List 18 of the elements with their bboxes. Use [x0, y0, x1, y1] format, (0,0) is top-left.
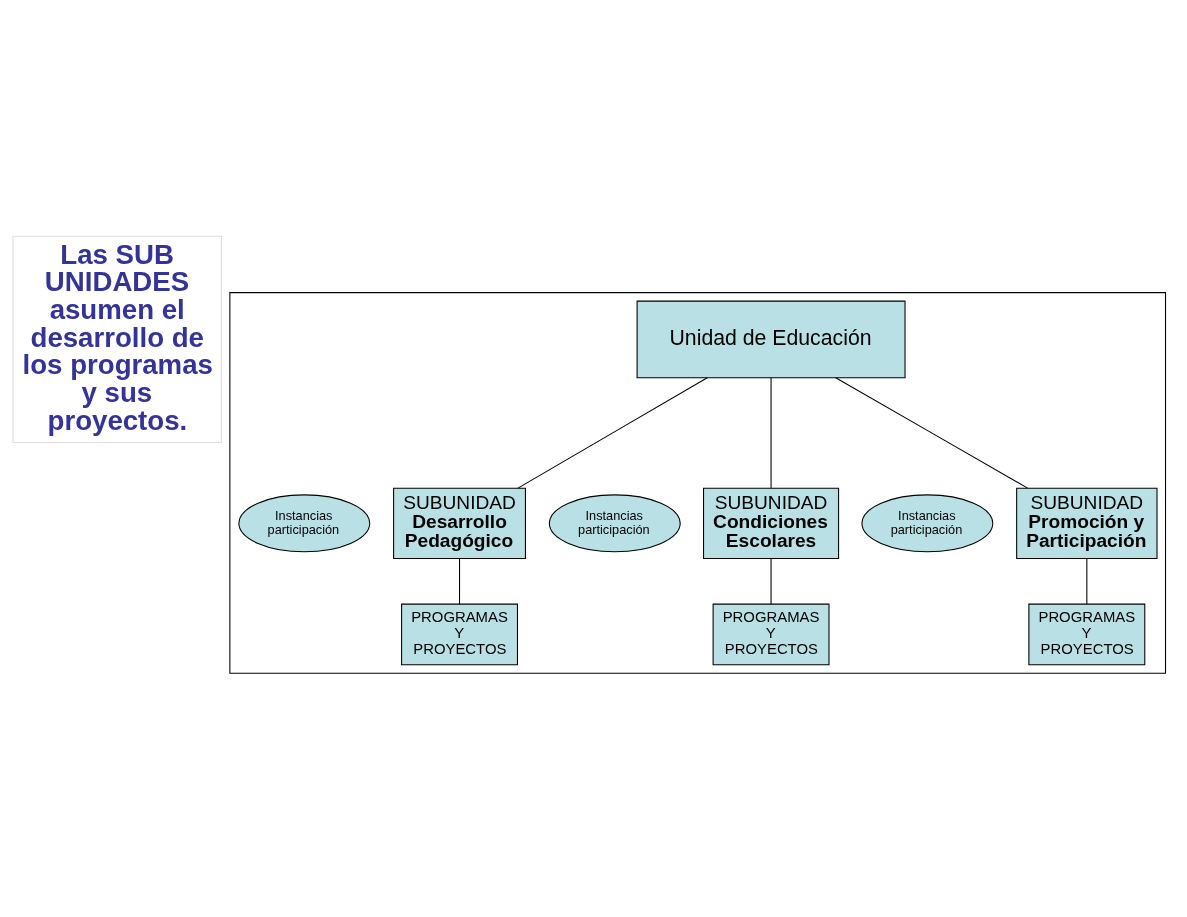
connector	[459, 557, 461, 605]
node-box: PROGRAMAS Y PROYECTOS	[1028, 603, 1146, 665]
node-box: SUBUNIDAD Promoción y Participación	[1016, 487, 1158, 559]
node-ellipse: Instancias participación	[238, 493, 371, 552]
connector	[517, 376, 708, 489]
connector	[770, 557, 772, 605]
connector	[770, 376, 772, 489]
node-box: Las SUB UNIDADES asumen el desarrollo de los programas y sus proyectos.	[12, 235, 222, 443]
node-box: Unidad de Educación	[636, 300, 906, 378]
node-box: SUBUNIDAD Desarrollo Pedagógico	[393, 487, 526, 559]
connector	[1086, 557, 1088, 605]
node-ellipse: Instancias participación	[548, 493, 681, 552]
cluster	[229, 291, 1167, 674]
node-box: PROGRAMAS Y PROYECTOS	[401, 603, 518, 665]
node-box: SUBUNIDAD Condiciones Escolares	[703, 487, 840, 559]
connector	[835, 376, 1029, 489]
node-box: PROGRAMAS Y PROYECTOS	[712, 603, 830, 665]
node-ellipse: Instancias participación	[861, 493, 994, 552]
